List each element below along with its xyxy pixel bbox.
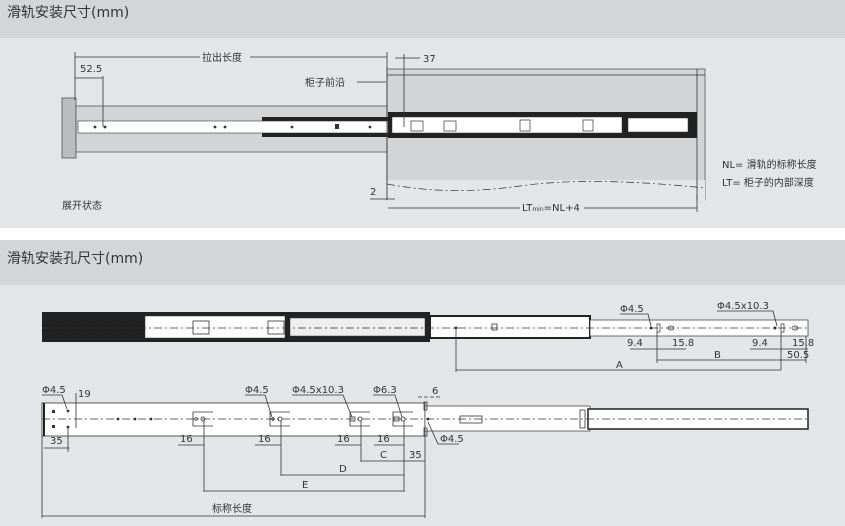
hole-mid-phi-4-5: Φ4.5 [245, 385, 269, 396]
nominal-length-label: 标称长度 [212, 502, 252, 515]
dim-52-5: 52.5 [80, 64, 102, 75]
dim-9-4-b: 9.4 [752, 338, 768, 349]
hole-right-phi-4-5: Φ4.5 [440, 434, 464, 445]
dim-16-3: 16 [337, 434, 350, 445]
cabinet-front-edge-label: 柜子前沿 [305, 76, 345, 89]
extended-state-label: 展开状态 [62, 199, 102, 212]
hole-phi-4-5x10-3: Φ4.5x10.3 [292, 385, 344, 396]
dim-b: B [714, 350, 721, 361]
dim-e: E [302, 480, 308, 491]
dim-d: D [339, 464, 347, 475]
lt-formula: LTmin=NL+4 [522, 203, 580, 214]
dim-a: A [616, 360, 623, 371]
dim-35-right: 35 [409, 450, 422, 461]
pull-out-length-label: 拉出长度 [202, 51, 242, 64]
dim-50-5: 50.5 [787, 350, 809, 361]
hole-phi-4-5x10-3: Φ4.5x10.3 [717, 301, 769, 312]
hole-left-phi-4-5: Φ4.5 [42, 385, 66, 396]
hole-phi-6-3: Φ6.3 [373, 385, 397, 396]
dim-15-8-b: 15.8 [792, 338, 814, 349]
legend-lt: LT= 柜子的内部深度 [722, 176, 814, 189]
dim-16-4: 16 [377, 434, 390, 445]
slide-middle [424, 405, 591, 432]
lower-slide-hole-diagram: Φ4.5 19 Φ4.5 Φ4.5x10.3 Φ6.3 6 Φ4.5 35 16… [41, 385, 809, 518]
dim-6: 6 [432, 386, 438, 397]
slide-middle [429, 315, 591, 339]
dim-2: 2 [370, 187, 376, 198]
dim-37: 37 [423, 54, 436, 65]
dim-15-8-a: 15.8 [672, 338, 694, 349]
slide-inner-member [77, 120, 389, 134]
drawer-front [61, 97, 77, 159]
dim-35-left: 35 [50, 436, 63, 447]
section-title: 滑轨安装孔尺寸(mm) [7, 251, 144, 267]
extended-state-diagram: 拉出长度 52.5 37 柜子前沿 2 LTmin=NL+4 NL= 滑轨的标称… [61, 50, 817, 214]
dim-19: 19 [78, 389, 91, 400]
dim-c: C [380, 450, 387, 461]
section-title: 滑轨安装尺寸(mm) [7, 5, 130, 21]
slide-outer [41, 402, 426, 437]
section-header-hole-dimensions: 滑轨安装孔尺寸(mm) [0, 240, 845, 285]
dim-9-4-a: 9.4 [627, 338, 643, 349]
upper-slide-hole-diagram: Φ4.5 Φ4.5x10.3 9.4 15.8 9.4 15.8 B 50.5 … [42, 301, 814, 372]
section-header-slide-install-dimensions: 滑轨安装尺寸(mm) [0, 0, 845, 38]
dim-16-1: 16 [180, 434, 193, 445]
dim-16-2: 16 [258, 434, 271, 445]
legend-nl: NL= 滑轨的标称长度 [722, 158, 817, 171]
hole-phi-4-5: Φ4.5 [620, 304, 644, 315]
break-line [386, 181, 706, 191]
